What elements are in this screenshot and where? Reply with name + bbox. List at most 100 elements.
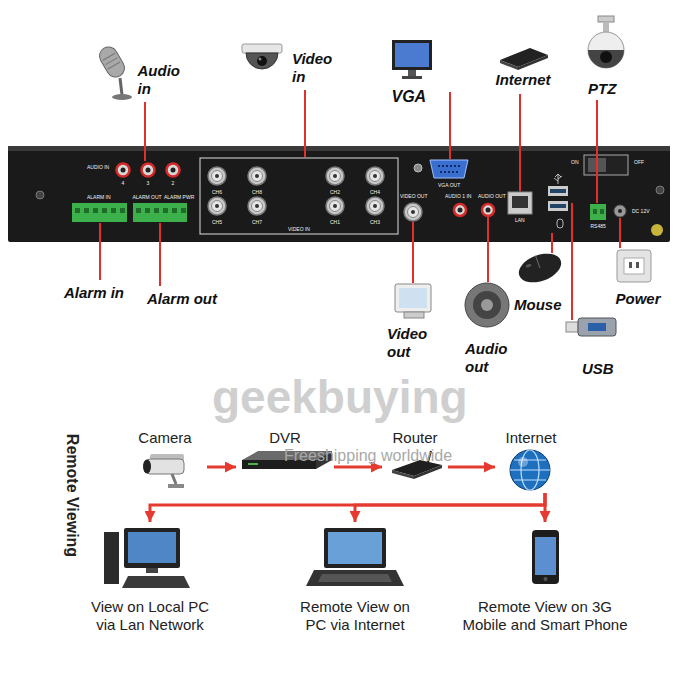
channel-marking: CH2	[330, 189, 340, 195]
channel-marking-holder: CH4	[370, 189, 380, 195]
video-in-bnc-block	[370, 171, 381, 182]
channel-marking-holder: CH1	[330, 219, 340, 225]
power-outlet-icon	[624, 258, 644, 274]
device-node: Camera	[123, 429, 207, 491]
callout-label: Alarm in	[64, 284, 124, 302]
panel-marking: ALARM OUT	[133, 194, 162, 200]
panel-marking: VGA OUT	[438, 182, 460, 188]
audio-in-jacks	[142, 164, 155, 177]
panel-marking-holder: AUDIO OUT	[478, 193, 506, 199]
video-in-bnc-block	[326, 167, 344, 185]
usb-ports	[550, 189, 566, 193]
usb-ports	[548, 186, 568, 196]
video-in-bnc-block	[255, 204, 259, 208]
video-in-bnc-block	[215, 204, 219, 208]
leader-lines	[571, 203, 573, 320]
panel-marking-holder: VGA OUT	[438, 182, 460, 188]
video-in-bnc-block	[212, 201, 223, 212]
audio-jacks	[482, 204, 494, 216]
usb-ports	[557, 219, 563, 228]
video-in-bnc-block	[200, 158, 398, 234]
alarm-terminal-blocks	[75, 208, 125, 213]
panel-marking: 3	[147, 180, 150, 186]
watermark-holder: Freeshipping worldwide	[284, 447, 452, 465]
leader-lines	[487, 217, 489, 282]
leader-lines	[596, 100, 598, 203]
vga-monitor-icon	[392, 40, 432, 70]
vga-port	[430, 160, 468, 178]
video-in-bnc-block	[212, 171, 223, 182]
video-in-bnc-block	[252, 171, 263, 182]
bullet-camera-icon	[168, 484, 184, 488]
bullet-camera-icon	[143, 454, 184, 488]
section-title: Remote Viewing	[63, 433, 82, 556]
leader-lines	[159, 223, 161, 286]
microphone-icon	[120, 78, 122, 95]
video-monitor-icon	[395, 284, 431, 312]
smartphone-icon	[535, 537, 556, 575]
video-in-bnc-block	[330, 201, 341, 212]
panel-marking: DC 12V	[632, 208, 650, 214]
laptop-icon	[306, 528, 404, 586]
callout-label: USB	[582, 360, 614, 378]
callout-label: Video in	[292, 50, 344, 86]
panel-marking-holder: AUDIO IN	[87, 164, 109, 170]
desktop-pc-icon	[122, 576, 190, 588]
node-label: Internet	[499, 429, 563, 447]
video-out-bnc	[408, 207, 419, 218]
callout-label-holder: PTZ	[588, 80, 616, 98]
mouse-icon	[525, 263, 532, 268]
panel-marking: LAN	[515, 217, 525, 223]
video-out-bnc	[404, 203, 422, 221]
vga-port	[414, 160, 468, 178]
viewing-node: Remote View on 3G Mobile and Smart Phone	[455, 522, 635, 638]
panel-marking: 4	[122, 180, 125, 186]
laptop-icon	[328, 532, 382, 564]
video-in-bnc-block	[326, 167, 344, 185]
ptz-camera-icon	[598, 16, 614, 22]
power-switch	[584, 155, 628, 175]
video-in-bnc-block	[330, 171, 341, 182]
globe-icon	[510, 450, 550, 490]
panel-marking-holder: LAN	[515, 217, 525, 223]
panel-marking-holder: VIDEO IN	[288, 226, 310, 232]
video-in-bnc-block	[333, 204, 337, 208]
usb-stick-icon	[566, 318, 616, 336]
dc-jack	[618, 209, 622, 213]
channel-marking-holder: CH7	[252, 219, 262, 225]
vga-monitor-icon	[402, 76, 422, 79]
laptop-icon	[306, 570, 404, 586]
audio-in-jacks	[171, 168, 176, 173]
leader-lines	[551, 233, 553, 253]
video-in-bnc-block	[326, 197, 344, 215]
connector-arrow	[207, 466, 236, 469]
smartphone-icon	[544, 577, 548, 581]
video-in-bnc-block	[370, 201, 381, 212]
video-in-bnc-block	[255, 174, 259, 178]
audio-jacks	[458, 208, 463, 213]
ptz-camera-icon	[600, 51, 612, 63]
vga-port	[438, 166, 460, 172]
vga-monitor-icon	[392, 40, 432, 79]
laptop-icon	[324, 528, 386, 568]
video-in-bnc-block	[208, 167, 226, 185]
channel-marking: CH6	[212, 189, 222, 195]
panel-marking-holder: 4	[122, 180, 125, 186]
usb-ports	[554, 174, 562, 184]
leader-lines	[100, 90, 620, 320]
globe-icon	[510, 450, 550, 490]
audio-in-jacks	[121, 168, 126, 173]
leader-lines	[519, 94, 521, 191]
video-in-bnc-block	[208, 167, 226, 185]
audio-jacks	[454, 204, 494, 216]
leader-lines	[304, 90, 306, 157]
leader-lines	[99, 223, 101, 280]
panel-marking: ON	[571, 159, 579, 165]
panel-marking-holder: 3	[147, 180, 150, 186]
panel-marking-holder: ALARM PWR	[164, 194, 194, 200]
audio-in-jacks	[117, 164, 130, 177]
router-icon	[500, 60, 518, 70]
dvr-rear-panel	[8, 146, 670, 242]
dome-camera-icon	[242, 44, 282, 69]
